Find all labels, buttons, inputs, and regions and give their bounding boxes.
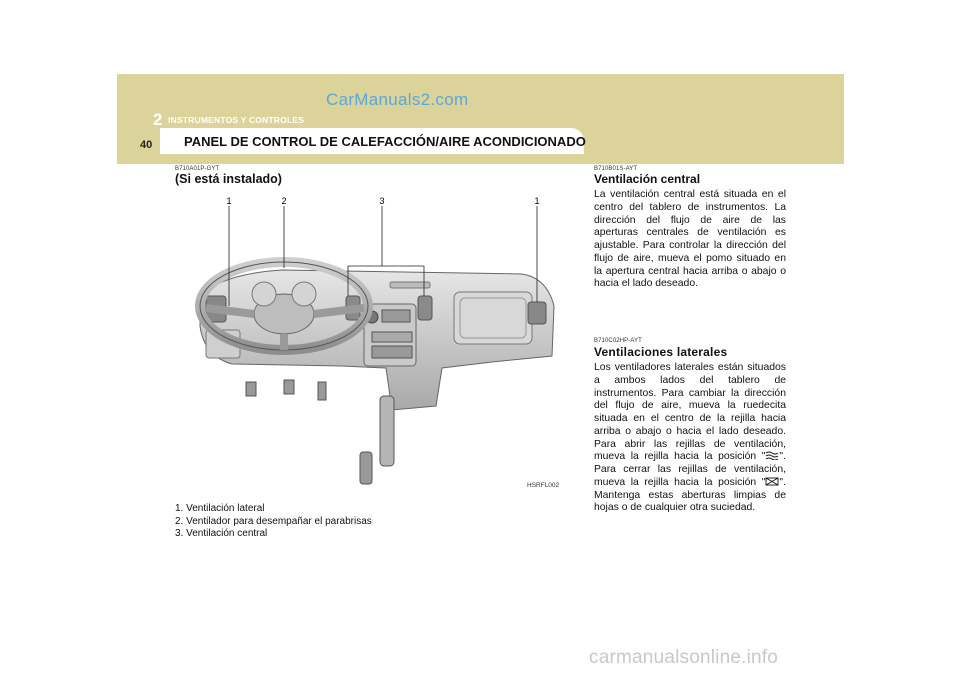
left-section-heading: (Si está instalado) bbox=[175, 172, 282, 186]
side-vent-body-part1: Los ventiladores laterales están situado… bbox=[594, 362, 786, 463]
figure-code: HSRFL002 bbox=[527, 482, 560, 489]
side-vent-body-part3: ". Mantenga estas aberturas limpias de h… bbox=[594, 476, 786, 514]
watermark-top-link[interactable]: CarManuals2.com bbox=[326, 90, 469, 109]
callout-label: 2 bbox=[281, 196, 286, 206]
legend-item: 2. Ventilador para desempañar el parabri… bbox=[175, 515, 372, 527]
page-number: 40 bbox=[140, 139, 153, 151]
callout-label: 1 bbox=[226, 196, 231, 206]
chapter-title: INSTRUMENTOS Y CONTROLES bbox=[168, 115, 305, 125]
chapter-number: 2 bbox=[153, 110, 163, 129]
side-vent-code: B710C02HP-AYT bbox=[594, 338, 642, 344]
legend-item: 3. Ventilación central bbox=[175, 528, 268, 539]
central-vent-body: La ventilación central está situada en e… bbox=[594, 189, 786, 290]
legend-item: 1. Ventilación lateral bbox=[175, 503, 265, 514]
callout-label: 1 bbox=[534, 196, 539, 206]
watermark-bottom-link[interactable]: carmanualsonline.info bbox=[589, 647, 779, 668]
central-vent-heading: Ventilación central bbox=[594, 172, 701, 186]
vent-closed-icon bbox=[765, 477, 779, 486]
side-vent-body-part2: ". Para cerrar las rejillas de ventilaci… bbox=[594, 451, 786, 488]
side-vent-body: Los ventiladores laterales están situado… bbox=[594, 362, 786, 515]
section-title: PANEL DE CONTROL DE CALEFACCIÓN/AIRE ACO… bbox=[184, 134, 586, 149]
central-vent-code: B710B01S-AYT bbox=[594, 166, 638, 172]
figure-legend: 1. Ventilación lateral 2. Ventilador par… bbox=[175, 503, 372, 541]
callout-label: 3 bbox=[379, 196, 384, 206]
vent-open-icon bbox=[766, 451, 779, 461]
section-tab bbox=[160, 128, 584, 154]
dashboard-illustration: 1 2 3 1 bbox=[195, 196, 555, 485]
left-section-code: B710A01P-GYT bbox=[175, 166, 220, 172]
side-vent-heading: Ventilaciones laterales bbox=[594, 345, 728, 359]
